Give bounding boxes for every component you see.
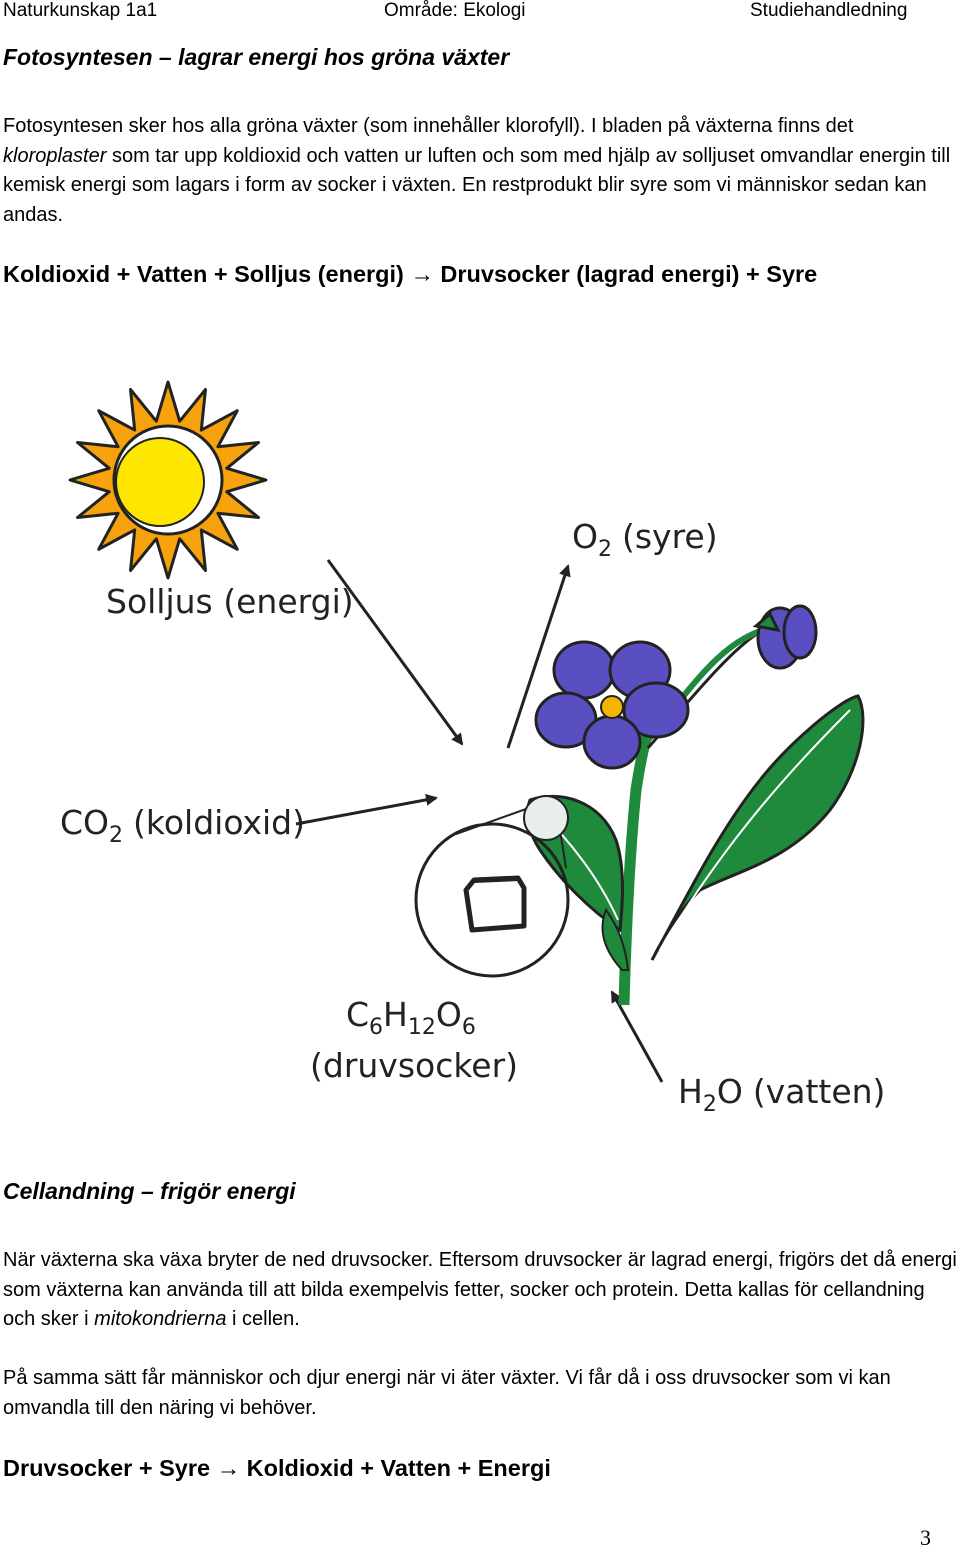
glucose-label: (druvsocker) bbox=[310, 1046, 518, 1085]
nutrition-paragraph: På samma sätt får människor och djur ene… bbox=[3, 1367, 891, 1419]
water-label: H2O(vatten) bbox=[678, 1072, 885, 1117]
equation-reactants: Koldioxid + Vatten + Solljus (energi) bbox=[3, 261, 411, 287]
leaf-cell-icon bbox=[523, 795, 569, 841]
paragraph-text-2: som tar upp koldioxid och vatten ur luft… bbox=[3, 144, 951, 226]
arrow-icon: → bbox=[216, 1455, 241, 1481]
small-flower-icon bbox=[752, 604, 818, 670]
header-course: Naturkunskap 1a1 bbox=[3, 0, 158, 21]
magnifier-circle bbox=[414, 822, 570, 978]
paragraph-text-1: När växterna ska växa bryter de ned druv… bbox=[3, 1249, 957, 1330]
sun-icon bbox=[68, 380, 268, 580]
page-header: Naturkunskap 1a1 Område: Ekologi Studieh… bbox=[0, 0, 960, 24]
glucose-formula: C6H12O6 bbox=[346, 995, 476, 1040]
equation-products: Koldioxid + Vatten + Energi bbox=[240, 1455, 551, 1481]
paragraph-text-2: i cellen. bbox=[226, 1308, 300, 1330]
equation-products: Druvsocker (lagrad energi) + Syre bbox=[433, 261, 818, 287]
co2-arrow bbox=[295, 793, 438, 826]
page-number: 3 bbox=[920, 1525, 931, 1550]
photosynthesis-diagram: Solljus (energi) O2(syre) CO2(koldioxid)… bbox=[60, 380, 885, 1117]
photosynthesis-equation: Koldioxid + Vatten + Solljus (energi) → … bbox=[3, 261, 817, 288]
photosynthesis-heading: Fotosyntesen – lagrar energi hos gröna v… bbox=[3, 44, 510, 70]
arrow-icon: → bbox=[410, 261, 434, 287]
paragraph-text-1: Fotosyntesen sker hos alla gröna växter … bbox=[3, 115, 854, 137]
header-area: Område: Ekologi bbox=[384, 0, 526, 21]
respiration-heading: Cellandning – frigör energi bbox=[3, 1178, 296, 1204]
photosynthesis-paragraph: Fotosyntesen sker hos alla gröna växter … bbox=[3, 112, 958, 230]
term-chloroplasts: kloroplaster bbox=[3, 144, 107, 167]
respiration-equation: Druvsocker + Syre → Koldioxid + Vatten +… bbox=[3, 1455, 551, 1482]
co2-label: CO2(koldioxid) bbox=[60, 803, 305, 848]
header-doc-type: Studiehandledning bbox=[750, 0, 908, 21]
water-arrow bbox=[610, 990, 664, 1083]
sunlight-arrow bbox=[326, 559, 464, 746]
oxygen-arrow bbox=[506, 564, 571, 749]
flower-icon bbox=[534, 640, 690, 770]
term-mitochondria: mitokondrierna bbox=[94, 1308, 227, 1330]
respiration-paragraph: När växterna ska växa bryter de ned druv… bbox=[3, 1246, 958, 1335]
sugar-cube-icon bbox=[463, 875, 527, 933]
oxygen-label: O2(syre) bbox=[572, 517, 718, 562]
sunlight-label: Solljus (energi) bbox=[106, 582, 354, 621]
equation-reactants: Druvsocker + Syre bbox=[3, 1455, 217, 1481]
